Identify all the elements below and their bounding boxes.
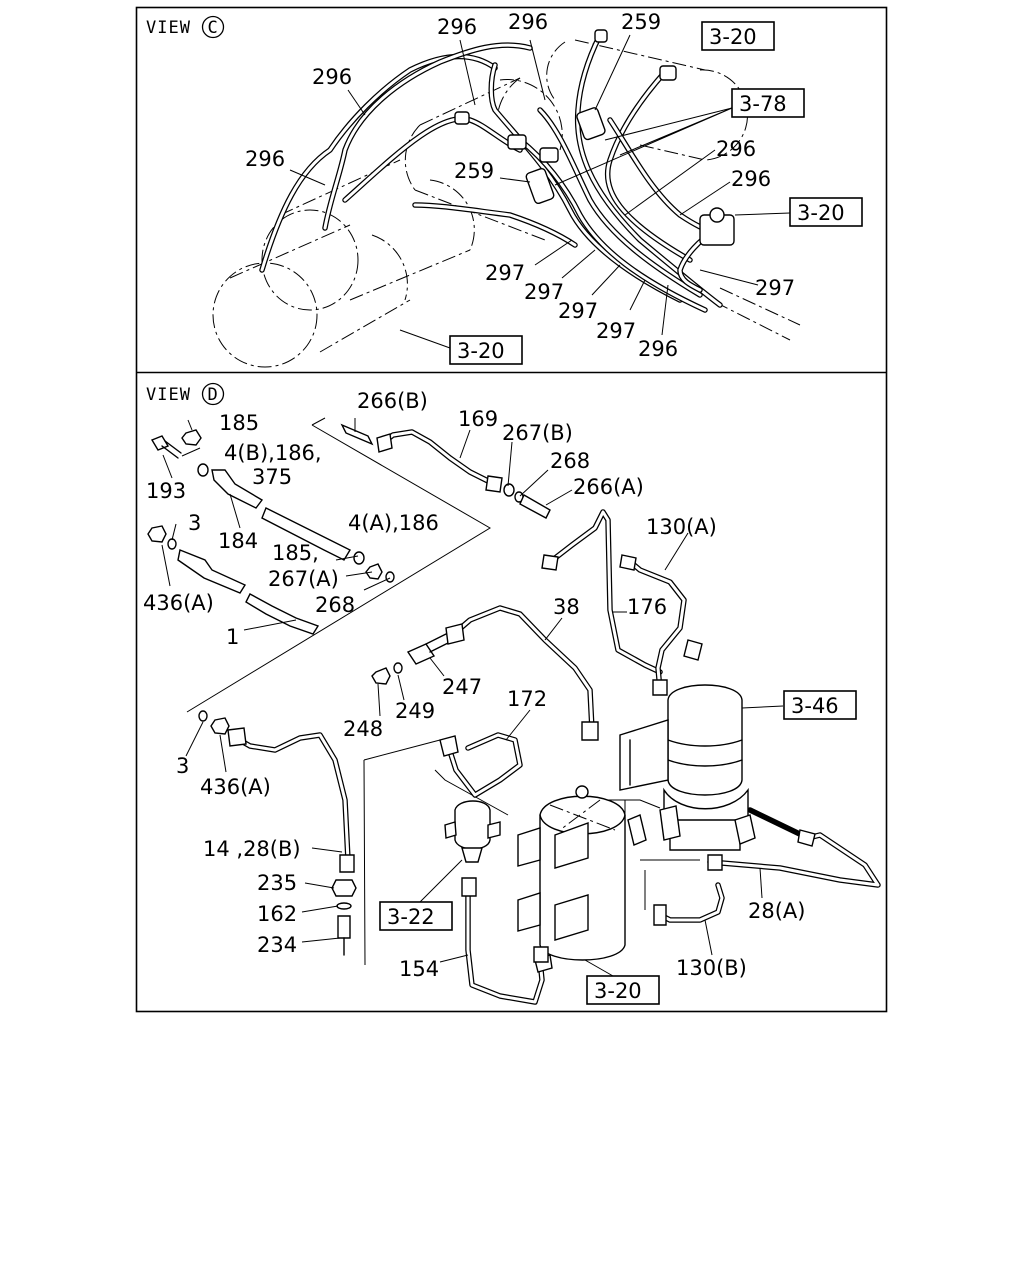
callout-label: 436(A) bbox=[200, 775, 271, 799]
view-c-panel: VIEW C bbox=[146, 10, 863, 368]
callout-label: 249 bbox=[395, 699, 435, 723]
view-d-pipes bbox=[233, 429, 881, 1005]
callout-label: 169 bbox=[458, 407, 498, 431]
ref-box-label: 3-78 bbox=[739, 92, 787, 116]
callout-label: 259 bbox=[454, 159, 494, 183]
callout-label: 162 bbox=[257, 902, 297, 926]
view-d-title: VIEW bbox=[146, 385, 191, 405]
callout-label: 130(B) bbox=[676, 956, 747, 980]
view-d-tanks bbox=[227, 433, 816, 973]
view-d-ref-boxes: 3-46 3-22 3-20 bbox=[379, 690, 857, 1005]
ref-box-label: 3-20 bbox=[709, 25, 757, 49]
view-c-leaders bbox=[289, 34, 791, 349]
callout-label: 296 bbox=[731, 167, 771, 191]
callout-label: 297 bbox=[485, 261, 525, 285]
callout-label: 193 bbox=[146, 479, 186, 503]
callout-label: 375 bbox=[252, 465, 292, 489]
view-d-panel: VIEW D bbox=[143, 382, 881, 1005]
callout-label: 436(A) bbox=[143, 591, 214, 615]
callout-label: 234 bbox=[257, 933, 297, 957]
ref-box-label: 3-20 bbox=[457, 339, 505, 363]
callout-label: 297 bbox=[524, 280, 564, 304]
callout-label: 185 bbox=[219, 411, 259, 435]
callout-label: 3 bbox=[176, 754, 189, 778]
callout-label: 296 bbox=[508, 10, 548, 34]
ref-box-label: 3-20 bbox=[594, 979, 642, 1003]
callout-label: 296 bbox=[312, 65, 352, 89]
view-c-ref-boxes: 3-20 3-78 3-20 3-20 bbox=[449, 21, 863, 365]
ref-box-label: 3-46 bbox=[791, 694, 839, 718]
callout-label: 176 bbox=[627, 595, 667, 619]
callout-label: 28(A) bbox=[748, 899, 805, 923]
view-d-hardware bbox=[147, 423, 551, 956]
callout-label: 266(B) bbox=[357, 389, 428, 413]
callout-label: 38 bbox=[553, 595, 580, 619]
ref-box-label: 3-20 bbox=[797, 201, 845, 225]
callout-label: 296 bbox=[638, 337, 678, 361]
view-c-title: VIEW bbox=[146, 18, 191, 38]
view-c-circle bbox=[201, 15, 225, 39]
view-d-leaders bbox=[161, 418, 784, 981]
callout-label: 172 bbox=[507, 687, 547, 711]
callout-label: 296 bbox=[437, 15, 477, 39]
callout-label: 130(A) bbox=[646, 515, 717, 539]
callout-label: 297 bbox=[558, 299, 598, 323]
callout-label: 268 bbox=[315, 593, 355, 617]
view-d-labels: 266(B) 169 267(B) 268 266(A) 185 4(B),18… bbox=[143, 389, 805, 981]
callout-label: 14 ,28(B) bbox=[203, 837, 301, 861]
callout-label: 185, bbox=[272, 541, 319, 565]
callout-label: 296 bbox=[716, 137, 756, 161]
view-d-circle bbox=[201, 382, 225, 406]
view-c-hoses bbox=[259, 29, 735, 313]
callout-label: 154 bbox=[399, 957, 439, 981]
callout-label: 259 bbox=[621, 10, 661, 34]
callout-label: 3 bbox=[188, 511, 201, 535]
callout-label: 267(B) bbox=[502, 421, 573, 445]
callout-label: 4(B),186, bbox=[224, 441, 322, 465]
callout-label: 297 bbox=[596, 319, 636, 343]
callout-label: 248 bbox=[343, 717, 383, 741]
callout-label: 296 bbox=[245, 147, 285, 171]
view-c-tanks bbox=[212, 39, 801, 368]
callout-label: 1 bbox=[226, 625, 239, 649]
callout-label: 4(A),186 bbox=[348, 511, 439, 535]
callout-label: 267(A) bbox=[268, 567, 339, 591]
diagram-frame bbox=[135, 6, 888, 1013]
ref-box-label: 3-22 bbox=[387, 905, 435, 929]
callout-label: 268 bbox=[550, 449, 590, 473]
callout-label: 184 bbox=[218, 529, 258, 553]
callout-label: 297 bbox=[755, 276, 795, 300]
callout-label: 235 bbox=[257, 871, 297, 895]
view-c-circle-letter: C bbox=[208, 18, 219, 38]
view-d-guide-lines bbox=[181, 417, 700, 966]
callout-label: 247 bbox=[442, 675, 482, 699]
view-c-labels: 296 296 259 296 296 296 296 259 297 297 … bbox=[245, 10, 795, 361]
view-d-circle-letter: D bbox=[208, 385, 219, 405]
callout-label: 266(A) bbox=[573, 475, 644, 499]
